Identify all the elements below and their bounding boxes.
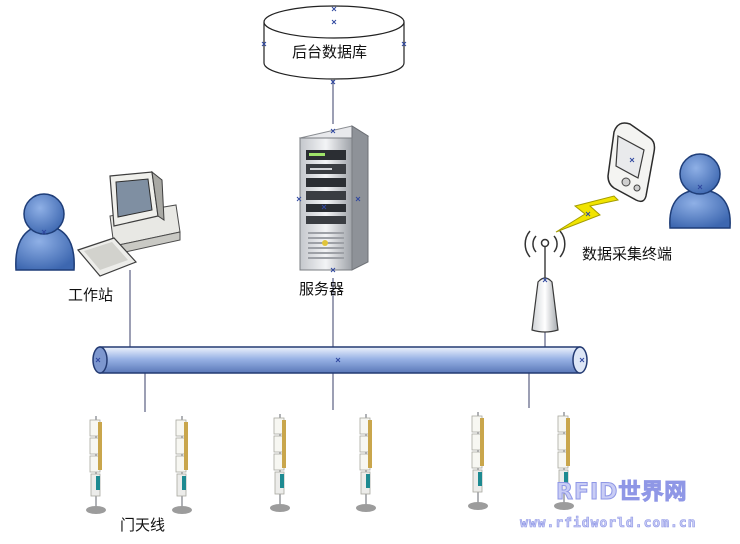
person-icon: [669, 153, 731, 229]
gate-antenna-group: [85, 411, 575, 515]
gate-antenna-icon: [269, 413, 291, 513]
selection-handles: [41, 6, 703, 363]
gate-antenna-icon: [467, 411, 489, 511]
network-bus: [92, 346, 588, 374]
terminal-label: 数据采集终端: [582, 245, 673, 263]
server-label: 服务器: [299, 280, 345, 298]
server-tower-icon: [298, 125, 370, 271]
gate-antenna-icon: [85, 415, 107, 515]
desktop-computer-icon: [76, 170, 181, 277]
pda-icon: [607, 122, 656, 203]
antenna-tower-icon: [524, 230, 566, 333]
connection-lines: [129, 80, 546, 412]
gate-antenna-label: 门天线: [120, 516, 166, 534]
watermark-logo: RFID世界网: [555, 480, 688, 506]
database-label: 后台数据库: [292, 43, 368, 61]
person-icon: [15, 193, 75, 271]
gate-antenna-icon: [355, 413, 377, 513]
watermark-url: www.rfidworld.com.cn: [520, 516, 697, 532]
lightning-icon: [555, 195, 620, 233]
gate-antenna-icon: [171, 415, 193, 515]
workstation-label: 工作站: [68, 286, 114, 304]
